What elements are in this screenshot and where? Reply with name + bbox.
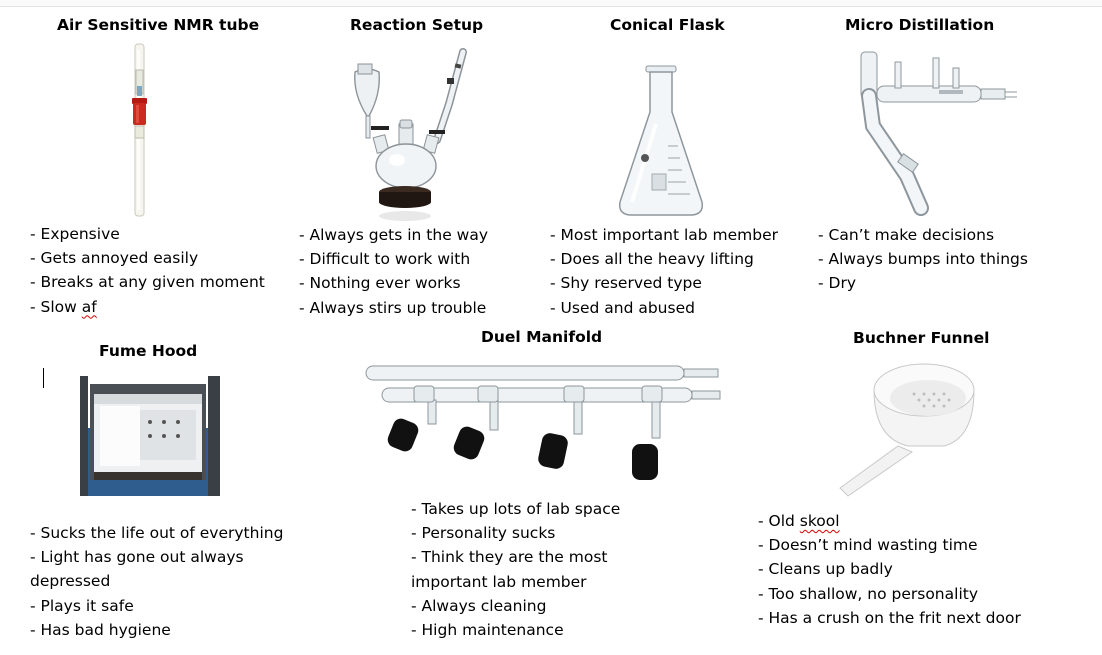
list-item: - Gets annoyed easily [30,249,199,268]
buchner-funnel-icon [839,363,975,497]
list-item: - Doesn’t mind wasting time [758,536,978,555]
spellcheck-marked-word: af [81,297,97,316]
conical-flask-title: Conical Flask [610,16,725,34]
dual-manifold-traits: - Takes up lots of lab space - Personali… [411,497,661,642]
fume-hood-icon [80,376,220,496]
reaction-setup-title: Reaction Setup [350,16,484,34]
list-item: - Has bad hygiene [30,620,171,639]
spellcheck-marked-word: skool [799,512,840,530]
list-item: - Always bumps into things [818,250,1028,269]
nmr-tube-traits: - Expensive - Gets annoyed easily - Brea… [30,222,265,319]
conical-flask-traits: - Most important lab member - Does all t… [550,223,778,320]
list-item: - Cleans up badly [758,560,893,579]
list-item: - Does all the heavy lifting [550,250,754,269]
list-item: - Always gets in the way [299,226,489,244]
reaction-setup-icon [354,48,467,221]
text-cursor [43,368,44,388]
dual-manifold-icon [365,365,721,480]
nmr-tube-icon [132,43,147,217]
list-item: - Always stirs up trouble [299,298,487,317]
list-item: - Has a crush on the frit next door [758,608,1021,627]
list-item: - Slow af [30,295,265,319]
buchner-funnel-traits: - Old skool - Doesn’t mind wasting time … [758,509,1021,630]
fume-hood-title: Fume Hood [99,342,198,360]
nmr-tube-title: Air Sensitive NMR tube [57,16,260,34]
fume-hood-traits: - Sucks the life out of everything - Lig… [30,521,330,642]
list-item-text: - Old [758,512,800,530]
list-item: - Personality sucks [411,524,556,543]
top-border [0,0,1102,7]
list-item: - Sucks the life out of everything [30,524,284,542]
list-item: - Expensive [30,225,120,243]
conical-flask-icon [618,65,704,216]
list-item: - Light has gone out always depressed [30,548,244,591]
micro-distillation-icon [860,51,1017,216]
list-item: - Always cleaning [411,596,547,615]
list-item: - Can’t make decisions [818,226,995,244]
list-item: - Too shallow, no personality [758,584,978,603]
micro-distillation-title: Micro Distillation [845,16,995,34]
list-item: - High maintenance [411,621,564,640]
list-item: - Takes up lots of lab space [411,500,621,518]
list-item: - Nothing ever works [299,274,461,293]
list-item-text: - Slow [30,297,82,316]
list-item: - Breaks at any given moment [30,273,265,292]
reaction-setup-traits: - Always gets in the way - Difficult to … [299,223,488,320]
list-item: - Think they are the most important lab … [411,548,608,591]
dual-manifold-title: Duel Manifold [481,328,603,346]
buchner-funnel-title: Buchner Funnel [853,329,990,347]
list-item: - Shy reserved type [550,274,702,293]
list-item: - Most important lab member [550,226,779,244]
list-item: - Plays it safe [30,596,134,615]
list-item: - Difficult to work with [299,250,471,269]
list-item: - Used and abused [550,298,695,317]
micro-distillation-traits: - Can’t make decisions - Always bumps in… [818,223,1028,296]
list-item: - Old skool [758,509,1021,533]
list-item: - Dry [818,274,857,293]
